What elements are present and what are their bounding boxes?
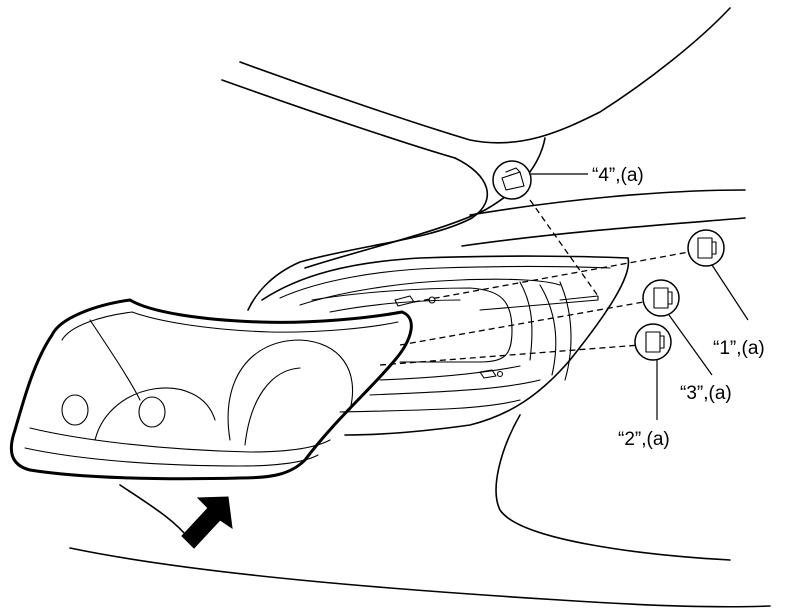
alignment-lines — [379, 199, 701, 366]
callout-label-2: “2”,(a) — [618, 429, 670, 450]
callout-label-3: “3”,(a) — [680, 383, 732, 404]
callout-label-4: “4”,(a) — [592, 165, 644, 186]
headlamp-assembly — [9, 298, 413, 481]
clip-callout-3: “3”,(a) — [642, 279, 732, 404]
clip-callout-2: “2”,(a) — [618, 323, 672, 450]
clip-callout-1: “1”,(a) — [687, 229, 765, 359]
callout-label-1: “1”,(a) — [713, 338, 765, 359]
vehicle-body-outline — [69, 7, 771, 608]
direction-arrow — [181, 496, 233, 549]
clip-callout-4: “4”,(a) — [492, 160, 644, 200]
